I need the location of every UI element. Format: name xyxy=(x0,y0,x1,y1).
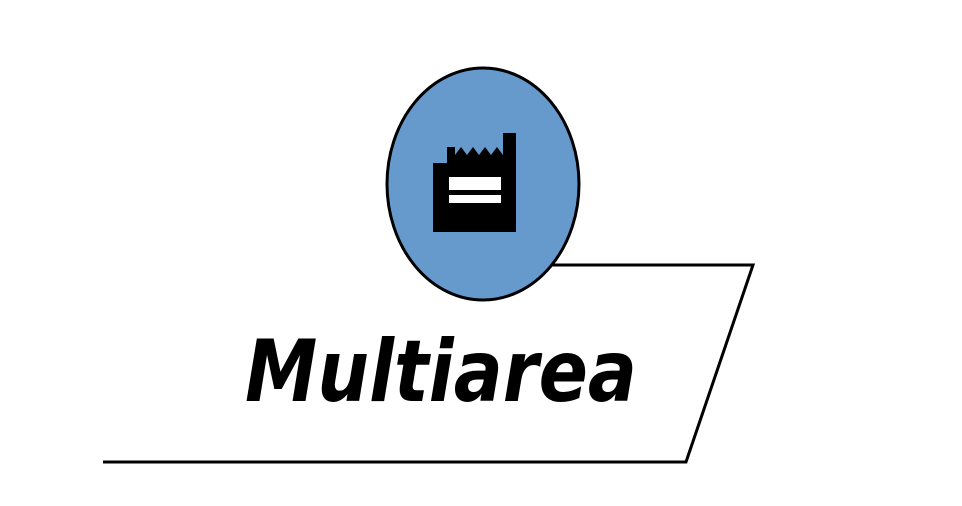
factory-icon xyxy=(433,133,516,232)
label-plate[interactable] xyxy=(103,263,756,464)
node-label: Multiarea xyxy=(245,322,637,422)
